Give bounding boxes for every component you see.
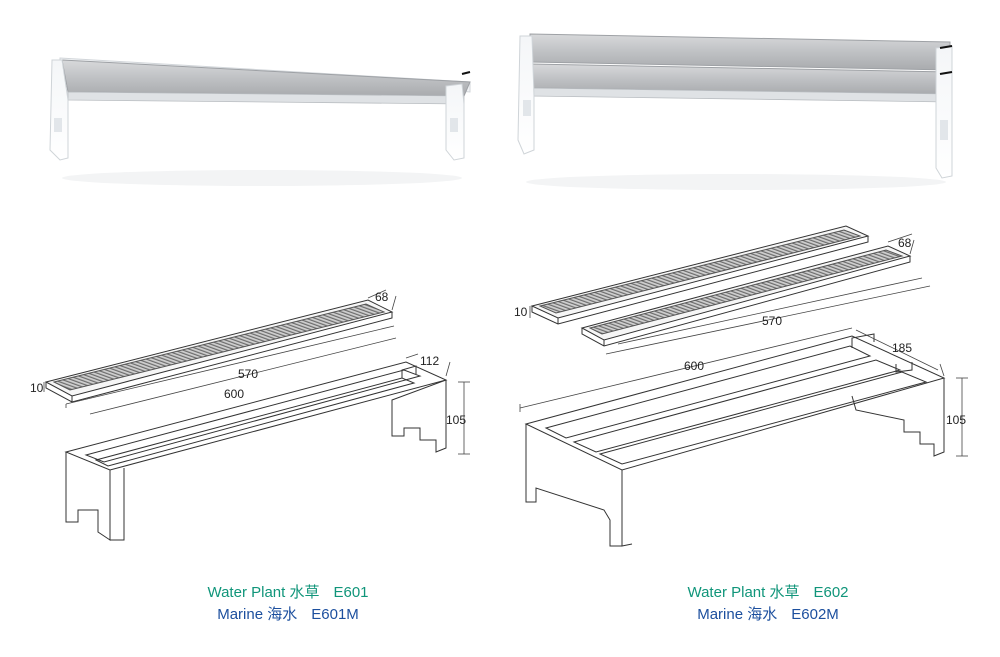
dim-e602-frame-width: 185 — [892, 341, 912, 355]
caption-e602-water-plant: Water Plant 水草 E602 — [588, 582, 948, 604]
caption-e601: Water Plant 水草 E601 Marine 海水 E601M — [108, 582, 468, 626]
caption-e601-marine: Marine 海水 E601M — [108, 604, 468, 626]
caption-e601-water-plant-label: Water Plant 水草 — [207, 584, 320, 601]
drawing-e602 — [524, 225, 946, 547]
caption-e602-water-plant-label: Water Plant 水草 — [687, 584, 800, 601]
caption-e602-marine-model: E602M — [791, 606, 839, 623]
dim-e602-length-frame: 600 — [684, 359, 704, 373]
caption-e602-marine-label: Marine 海水 — [697, 606, 778, 623]
dim-e601-length-light: 570 — [238, 367, 258, 381]
dims-e602 — [519, 233, 968, 457]
dim-e601-length-frame: 600 — [224, 387, 244, 401]
caption-e602-marine: Marine 海水 E602M — [588, 604, 948, 626]
dim-e601-light-width: 68 — [375, 290, 389, 304]
dim-e602-length-light: 570 — [762, 314, 782, 328]
dim-e601-frame-height: 105 — [446, 413, 466, 427]
dim-e602-frame-height: 105 — [946, 413, 966, 427]
dim-e602-light-height: 10 — [514, 305, 528, 319]
drawing-e601 — [44, 299, 448, 541]
caption-e601-water-plant-model: E601 — [333, 584, 369, 601]
dim-e601-light-height: 10 — [30, 381, 44, 395]
caption-e601-marine-label: Marine 海水 — [217, 606, 298, 623]
caption-e602: Water Plant 水草 E602 Marine 海水 E602M — [588, 582, 948, 626]
caption-e601-water-plant: Water Plant 水草 E601 — [108, 582, 468, 604]
dims-e601 — [43, 289, 470, 455]
caption-e602-water-plant-model: E602 — [813, 584, 849, 601]
photo-e602 — [517, 33, 953, 190]
dim-e602-light-width: 68 — [898, 236, 912, 250]
photo-e601 — [49, 57, 471, 186]
dim-e601-frame-width: 112 — [420, 354, 439, 368]
caption-e601-marine-model: E601M — [311, 606, 359, 623]
